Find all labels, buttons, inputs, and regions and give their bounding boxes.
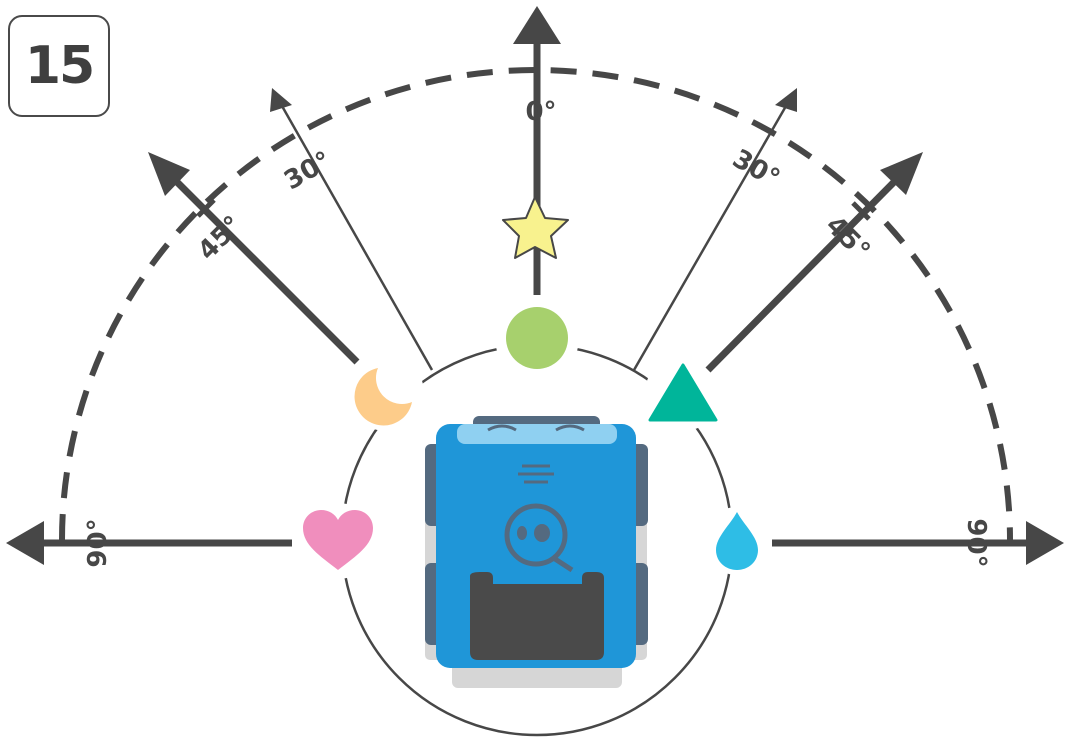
right-90-ray	[772, 521, 1064, 565]
right-30-ray	[634, 88, 797, 370]
label-right-90-degrees: 90°	[961, 518, 991, 567]
left-90-ray	[6, 521, 292, 565]
label-right-30-degrees: 30°	[727, 144, 785, 195]
robot	[425, 416, 648, 688]
left-30-ray	[270, 88, 432, 370]
label-0-degrees: 0°	[525, 97, 556, 127]
label-left-45-degrees: 45°	[192, 210, 248, 266]
label-left-90-degrees: 90°	[83, 518, 113, 567]
circle-icon	[506, 307, 568, 369]
